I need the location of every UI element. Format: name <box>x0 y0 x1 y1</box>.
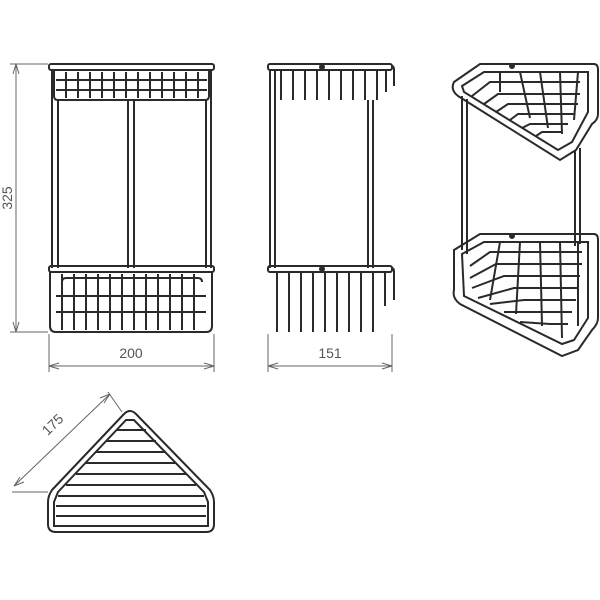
height-label: 325 <box>0 186 15 210</box>
front-upper-wires <box>65 72 199 98</box>
top-view <box>47 410 215 533</box>
width-label: 200 <box>119 345 143 361</box>
depth-dimension <box>267 334 393 372</box>
width-dimension <box>48 334 215 372</box>
side-upper-hooks <box>280 70 387 100</box>
side-view <box>267 63 395 332</box>
top-view-slats <box>56 429 206 517</box>
depth-label: 151 <box>318 345 342 361</box>
front-lower-wires <box>61 274 195 330</box>
side-lower-hooks <box>276 272 386 332</box>
isometric-view <box>451 63 599 358</box>
height-dimension <box>10 63 48 333</box>
side-dimension <box>12 391 123 493</box>
iso-lower-wires <box>469 241 582 339</box>
front-view <box>48 63 215 333</box>
iso-upper-wires <box>471 71 580 137</box>
side-label: 175 <box>39 410 67 438</box>
